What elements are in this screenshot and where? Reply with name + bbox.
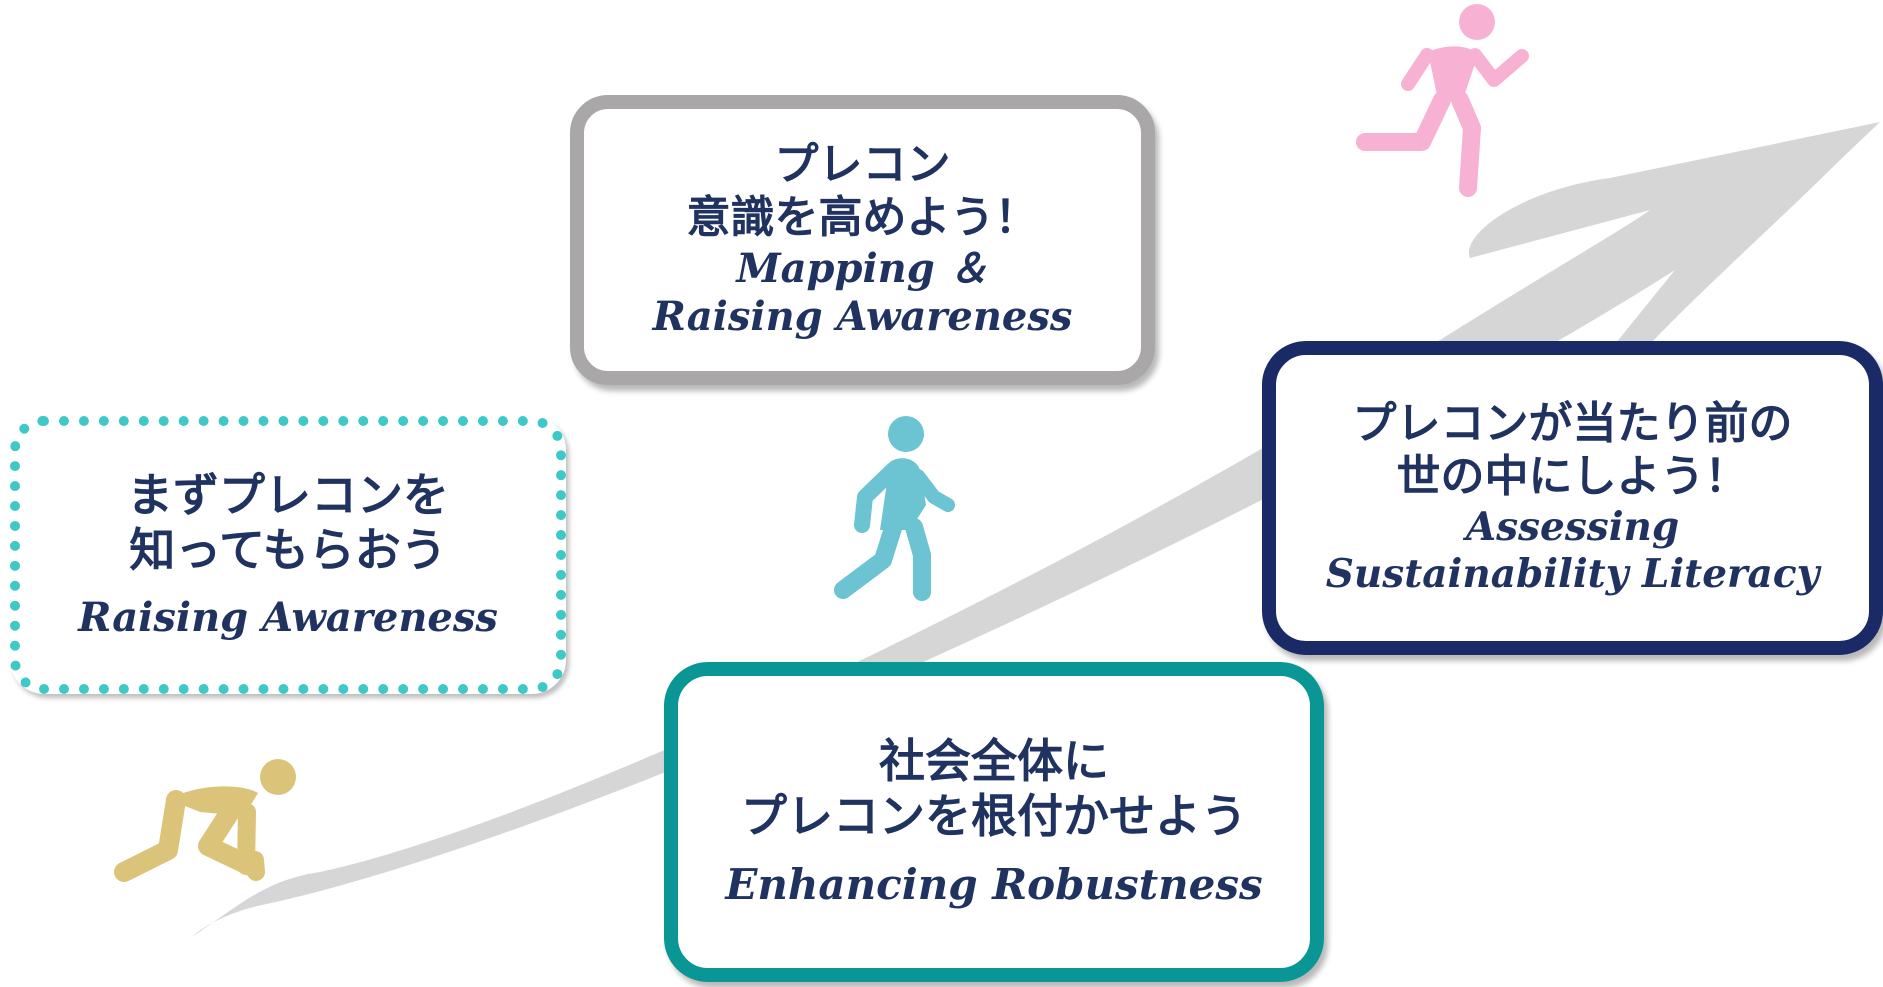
stage-box-enhancing-robustness: 社会全体に プレコンを根付かせよう Enhancing Robustness	[664, 662, 1324, 982]
stage-en-line: Raising Awareness	[78, 594, 498, 642]
stage-jp-line: プレコン	[774, 139, 951, 191]
stage-jp-line: 社会全体に	[879, 733, 1109, 788]
stage-en-line: Mapping ＆	[736, 244, 989, 292]
stage-box-assessing-sustainability-literacy: プレコンが当たり前の 世の中にしよう！ Assessing Sustainabi…	[1262, 341, 1883, 655]
running-person-icon	[1356, 4, 1529, 197]
stage-en-line: Assessing	[1465, 504, 1680, 550]
stage-jp-line: プレコンが当たり前の	[1352, 398, 1793, 450]
walking-person-icon	[834, 416, 955, 601]
progress-arrow	[192, 122, 1880, 937]
stage-en-line: Raising Awareness	[652, 292, 1073, 340]
stage-jp-line: 意識を高めよう！	[686, 192, 1039, 243]
stage-jp-line: プレコンを根付かせよう	[741, 788, 1247, 843]
stage-jp-line: まずプレコンを	[127, 467, 449, 522]
stage-en-line: Enhancing Robustness	[725, 859, 1263, 909]
crouching-runner-icon	[114, 759, 296, 882]
stage-box-mapping-raising-awareness: プレコン 意識を高めよう！ Mapping ＆ Raising Awarenes…	[570, 95, 1155, 385]
stage-box-raising-awareness: まずプレコンを 知ってもらおう Raising Awareness	[10, 416, 566, 694]
stage-en-line: Sustainability Literacy	[1325, 550, 1820, 597]
stage-jp-line: 知ってもらおう	[129, 523, 447, 577]
stage-jp-line: 世の中にしよう！	[1396, 451, 1749, 503]
